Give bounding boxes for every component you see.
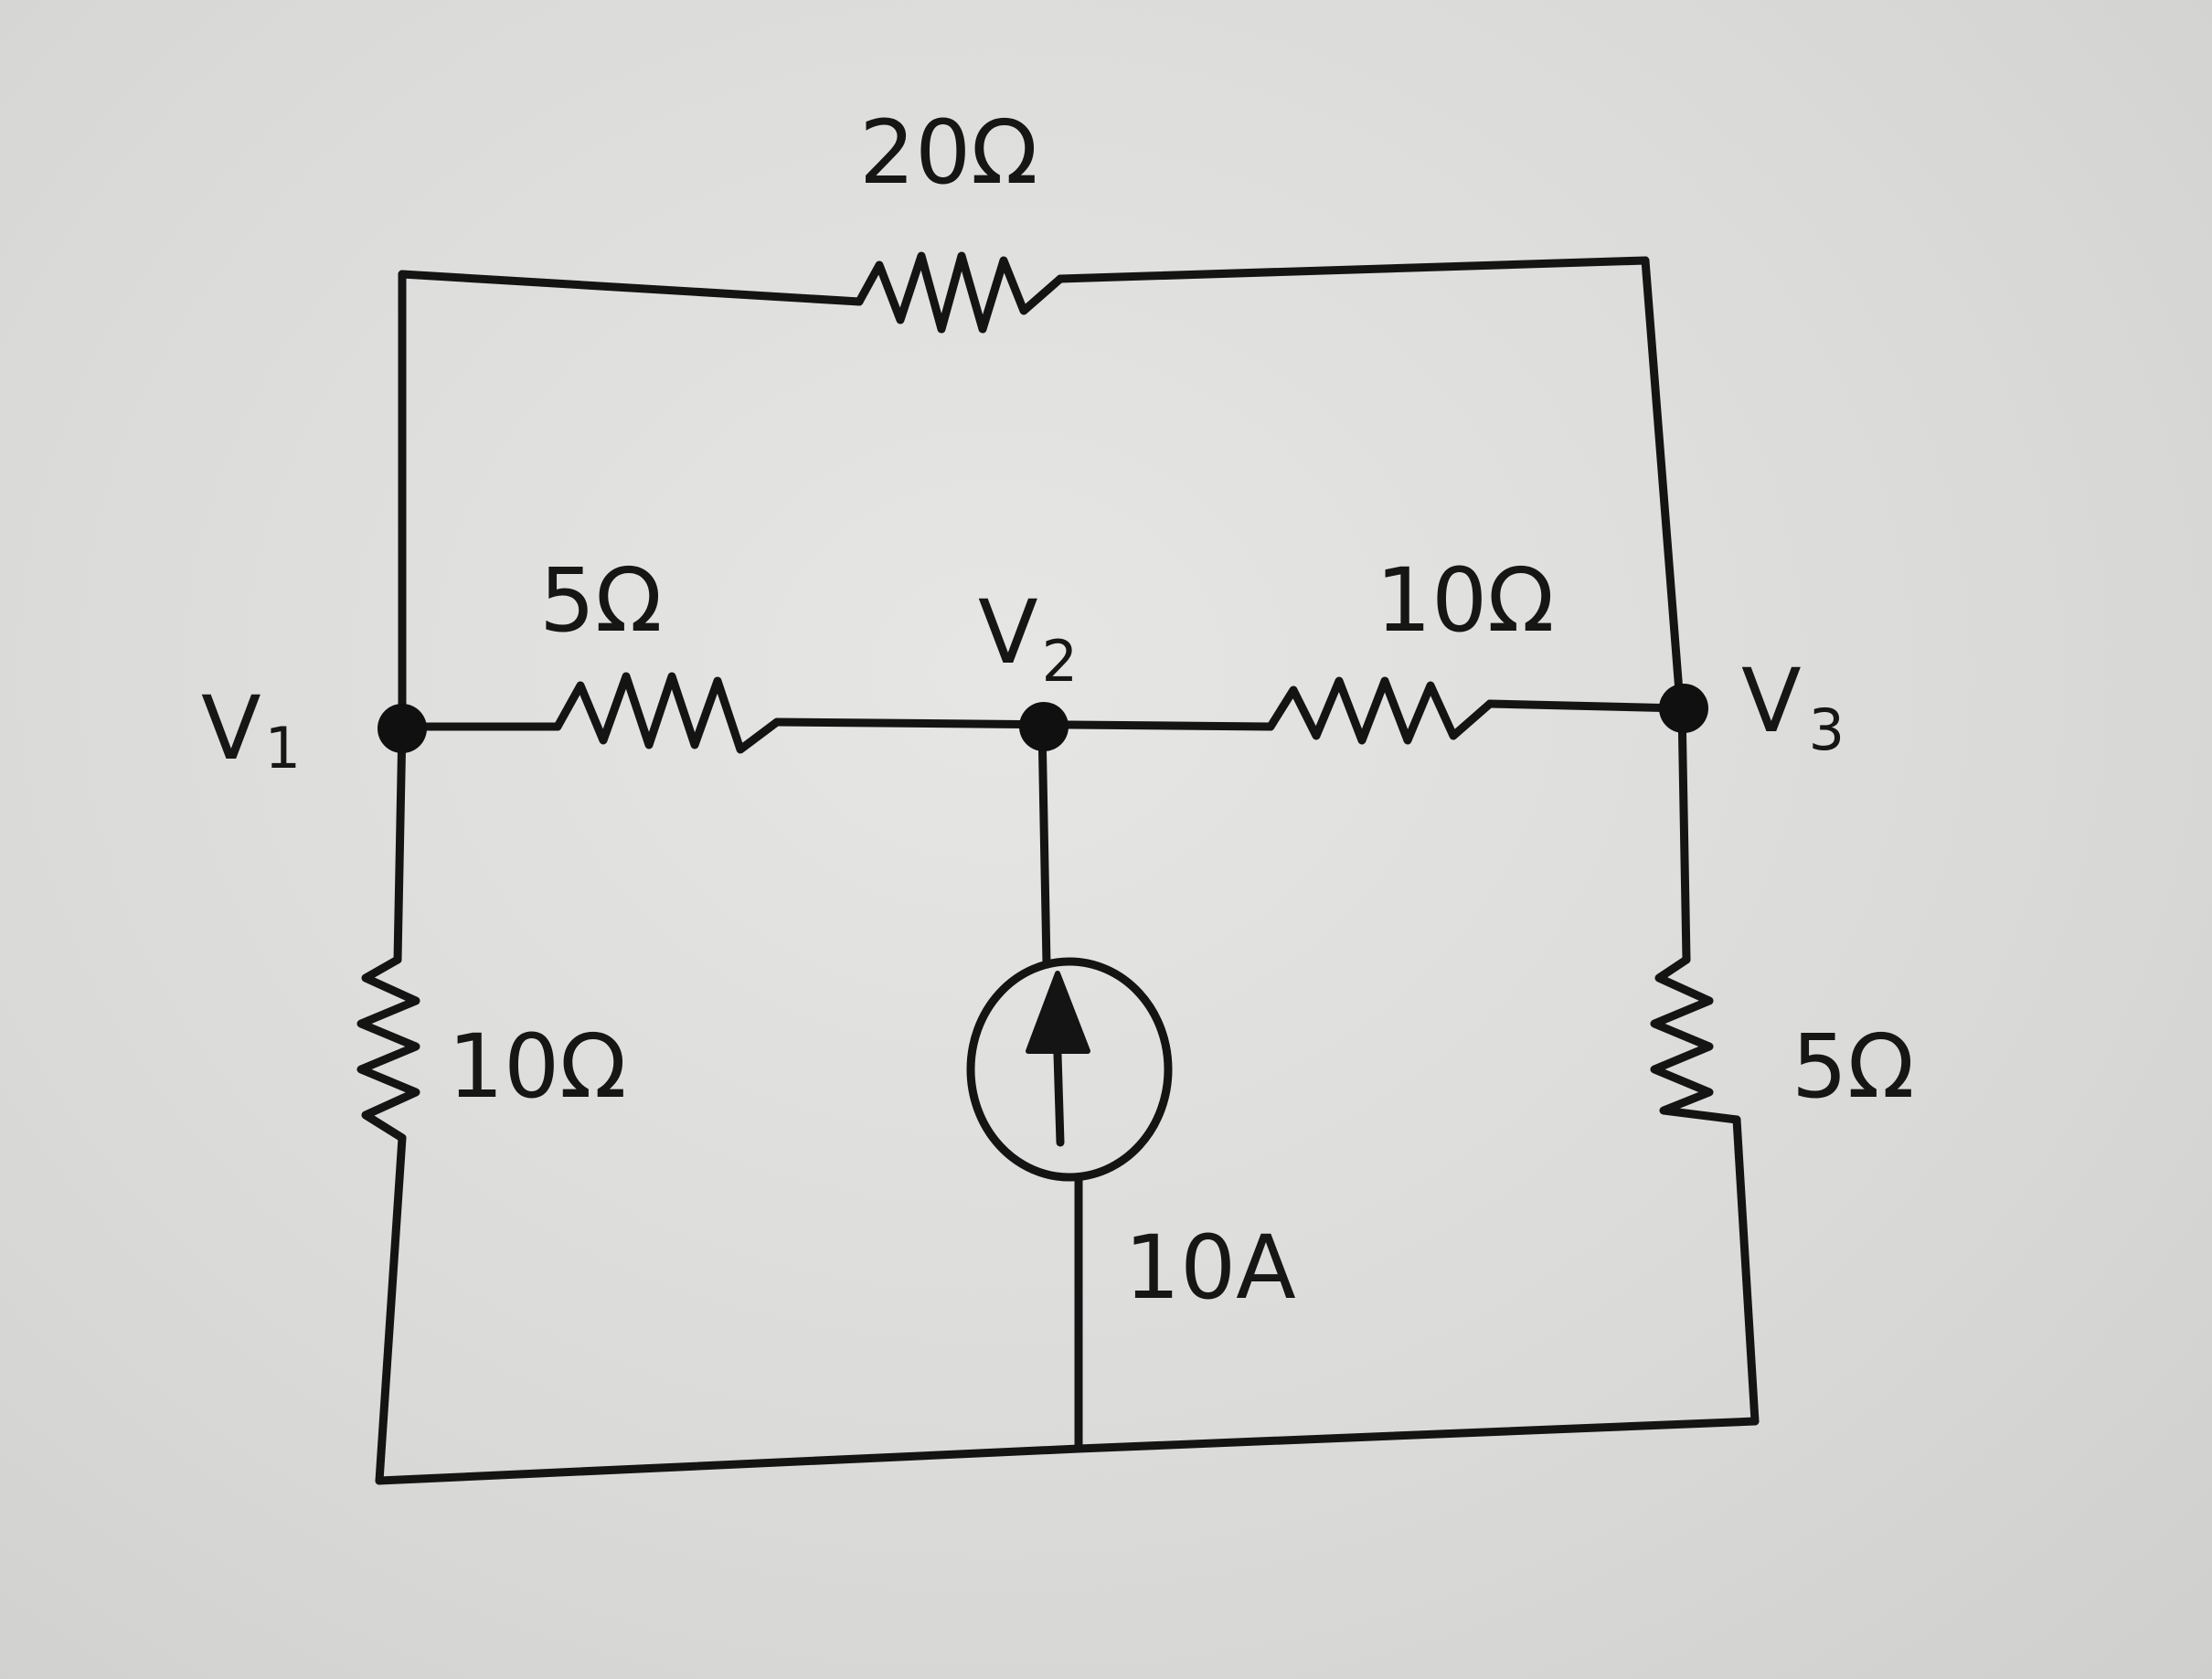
node-v3-dot xyxy=(1659,684,1708,733)
resistor-10-middle-zigzag xyxy=(1266,676,1494,745)
source-upper-wire xyxy=(1037,722,1051,969)
node-v1-dot xyxy=(378,704,427,753)
node-v1-label: V1 xyxy=(201,677,301,781)
node-v2-dot xyxy=(1019,702,1069,751)
node-v2-sub: 2 xyxy=(1042,628,1078,695)
resistor-20-label: 20Ω xyxy=(859,101,1038,204)
top-left-wire xyxy=(398,270,864,306)
middle-branch xyxy=(398,672,1686,754)
bottom-wire xyxy=(375,1417,1760,1485)
resistor-10-left-label: 10Ω xyxy=(448,1015,627,1118)
right-lower-branch xyxy=(1650,704,1760,1426)
resistor-5-middle-zigzag xyxy=(553,672,782,754)
current-source-label: 10A xyxy=(1124,1217,1296,1319)
top-branch xyxy=(398,251,1686,731)
node-v1-main: V xyxy=(201,677,261,780)
resistor-5-right-zigzag xyxy=(1650,955,1741,1124)
left-vertical-middle-wire xyxy=(393,722,407,964)
node-v3-main: V xyxy=(1741,650,1802,752)
node-v2-label: V2 xyxy=(978,581,1078,695)
right-vertical-lower-wire xyxy=(1732,1115,1760,1426)
resistor-5-middle-label: 5Ω xyxy=(539,549,662,652)
left-vertical-lower-wire xyxy=(375,1133,407,1485)
right-vertical-upper-wire xyxy=(1641,256,1686,731)
node-v3-sub: 3 xyxy=(1809,696,1845,763)
resistor-10-middle-label: 10Ω xyxy=(1376,549,1555,652)
node-v1-sub: 1 xyxy=(265,715,301,781)
current-source-circle xyxy=(966,957,1173,1182)
resistor-10-left-zigzag xyxy=(356,955,420,1142)
arrow-up-icon xyxy=(1026,971,1090,1054)
right-vertical-middle-wire xyxy=(1677,704,1691,964)
middle-right-wire xyxy=(1485,699,1686,713)
source-branch xyxy=(966,722,1173,1453)
resistor-20-zigzag xyxy=(855,251,1065,334)
left-lower-branch xyxy=(356,722,420,1485)
resistor-5-right-label: 5Ω xyxy=(1792,1015,1914,1118)
node-v2-main: V xyxy=(978,581,1038,684)
top-right-wire xyxy=(1056,256,1650,283)
